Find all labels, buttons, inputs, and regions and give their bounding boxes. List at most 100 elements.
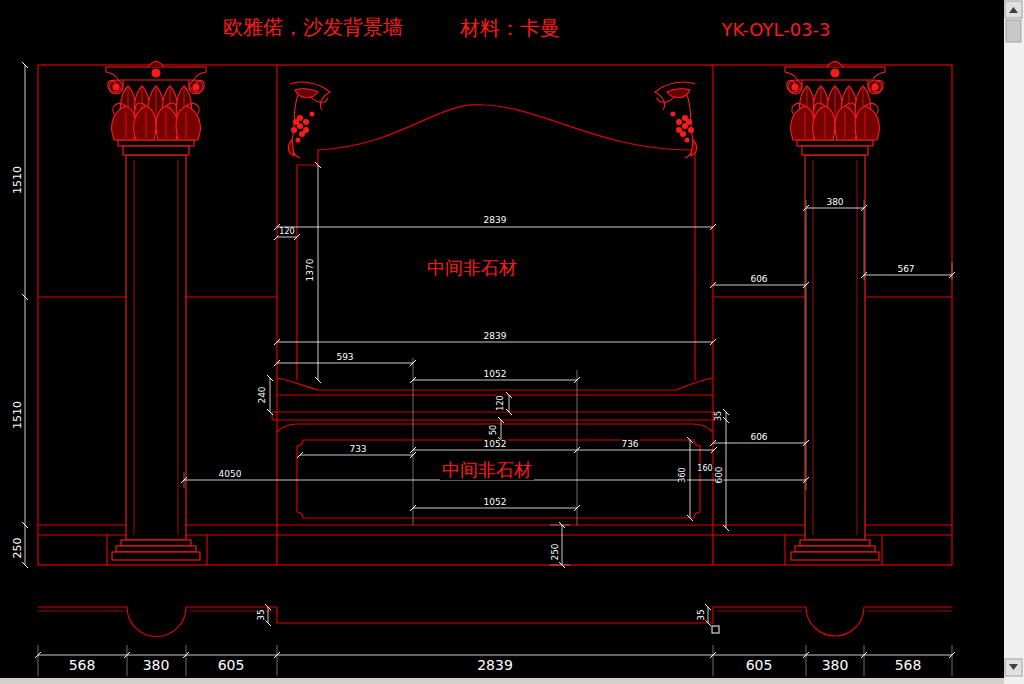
drawing-part xyxy=(297,440,700,518)
drawing-part xyxy=(297,105,695,380)
drawing-part xyxy=(25,297,26,525)
dimension-text: 606 xyxy=(749,433,768,442)
dimension-text: 2839 xyxy=(483,216,508,225)
scroll-button xyxy=(1005,659,1022,676)
stone-free-panel: 中间非石材 xyxy=(318,150,695,380)
drawing-note: 材料：卡曼 xyxy=(459,18,561,38)
dimension-text: 600 xyxy=(715,465,724,484)
dimension-text: 2839 xyxy=(476,658,514,672)
scroll-arrow xyxy=(1009,7,1018,13)
drawing-part xyxy=(501,420,502,440)
drawing-part xyxy=(806,208,864,209)
drawing-part xyxy=(186,655,277,656)
drawing-part xyxy=(25,525,26,565)
drawing-part xyxy=(25,65,26,297)
drawing-title: 欧雅偌，沙发背景墙 xyxy=(222,17,404,37)
drawing-note: YK-OYL-03-3 xyxy=(720,21,831,39)
panel-note: 中间非石材 xyxy=(425,258,519,278)
extension-line xyxy=(38,200,952,676)
status-bar xyxy=(0,678,1004,684)
drawing-part xyxy=(562,525,563,565)
drawing-part xyxy=(713,443,806,444)
dimension-text: 593 xyxy=(335,353,354,362)
dimension-text: 35 xyxy=(715,410,723,422)
drawing-part xyxy=(38,645,952,676)
dimension-text: 605 xyxy=(217,658,246,672)
scroll-arrow xyxy=(1009,664,1018,670)
drawing-part xyxy=(107,525,882,565)
scroll-thumb xyxy=(1006,20,1021,42)
dimension-text: 50 xyxy=(490,424,498,436)
dimension-text: 1510 xyxy=(12,165,23,195)
dimension-text: 1370 xyxy=(306,258,315,283)
dimension-text: 1052 xyxy=(483,498,508,507)
dimension-line xyxy=(25,65,952,655)
drawing-part xyxy=(38,611,952,612)
drawing-part xyxy=(277,655,713,656)
corner-ornament xyxy=(288,82,330,158)
snap-marker xyxy=(712,626,719,633)
scrollbar xyxy=(1004,0,1024,684)
drawing-part xyxy=(277,237,297,238)
drawing-part xyxy=(277,378,713,390)
dimension-text: 4050 xyxy=(218,470,243,479)
corner-ornament xyxy=(655,82,697,158)
dimension-text: 568 xyxy=(68,658,97,672)
drawing-part xyxy=(272,412,718,420)
dimension-text: 360 xyxy=(679,466,687,483)
column xyxy=(106,62,206,561)
drawing-part xyxy=(38,607,952,637)
drawing-part xyxy=(277,227,713,228)
drawing-part xyxy=(127,655,186,656)
panel-note: 中间非石材 xyxy=(440,460,534,480)
dimension-text: 1052 xyxy=(483,370,508,379)
stone-free-panel: 中间非石材 xyxy=(297,440,700,518)
dimension-text: 160 xyxy=(696,465,713,473)
dimension-text: 606 xyxy=(749,275,768,284)
dimension-text: 736 xyxy=(620,440,639,449)
drawing-part xyxy=(806,655,864,656)
dimension-text: 240 xyxy=(258,385,267,404)
drawing-part xyxy=(413,508,577,509)
drawing-part xyxy=(726,420,727,528)
dimension-text: 35 xyxy=(257,608,266,621)
scroll-button xyxy=(1005,1,1022,18)
drawing-part xyxy=(864,655,952,656)
drawing-part xyxy=(550,525,570,565)
drawing-part xyxy=(300,455,413,456)
dimension-text: 733 xyxy=(348,445,367,454)
drawing-part xyxy=(318,165,319,380)
dimension-text: 2839 xyxy=(483,332,508,341)
drawing-part xyxy=(713,655,806,656)
column xyxy=(785,62,885,561)
dimension-text: 35 xyxy=(697,608,706,621)
drawing-part xyxy=(413,358,577,525)
dimension-text: 120 xyxy=(278,228,295,236)
drawing-part xyxy=(277,394,713,395)
drawing-part xyxy=(726,412,727,420)
dimension-text: 250 xyxy=(551,542,560,561)
drawing-part xyxy=(509,395,510,412)
dimension-text: 1052 xyxy=(483,440,508,449)
dimension-text: 120 xyxy=(497,394,505,411)
drawing-part xyxy=(270,378,271,412)
dimension-text: 250 xyxy=(12,537,23,560)
dimension-text: 605 xyxy=(745,658,774,672)
drawing-part xyxy=(577,450,714,451)
dimension-text: 567 xyxy=(896,265,915,274)
dimension-text: 1510 xyxy=(12,400,23,430)
drawing-part xyxy=(806,200,952,490)
drawing-part xyxy=(413,450,577,451)
drawing-part xyxy=(413,380,577,381)
drawing-part xyxy=(277,65,713,525)
dimension-text: 568 xyxy=(894,658,923,672)
dimension-text: 380 xyxy=(821,658,850,672)
drawing-part xyxy=(38,655,127,656)
drawing-part xyxy=(268,607,269,623)
drawing-part xyxy=(690,440,691,518)
dimension-text: 380 xyxy=(142,658,171,672)
drawing-part xyxy=(713,285,806,286)
drawing-part xyxy=(277,342,713,343)
